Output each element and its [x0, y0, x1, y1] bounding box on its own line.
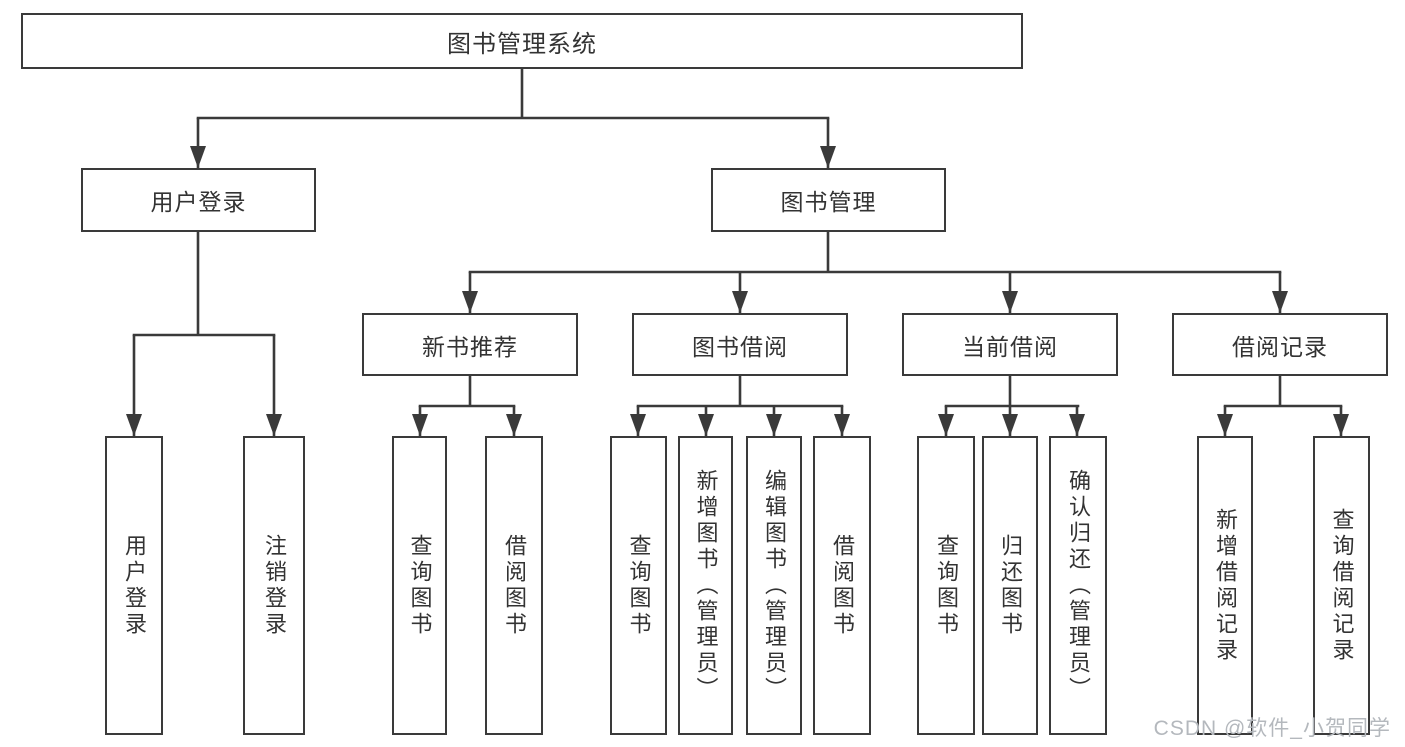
leaf-query-borrow-record: 查询借阅记录 — [1313, 436, 1370, 735]
node-label: 用户登录 — [122, 533, 147, 638]
leaf-logout: 注销登录 — [243, 436, 305, 735]
leaf-add-borrow-record: 新增借阅记录 — [1197, 436, 1253, 735]
node-label: 新书推荐 — [422, 333, 518, 360]
node-label: 注销登录 — [262, 533, 287, 638]
node-label: 查询图书 — [626, 533, 652, 638]
leaf-query-books-3: 查询图书 — [917, 436, 975, 735]
node-label: 新增图书（管理员） — [693, 468, 719, 703]
node-borrow-records: 借阅记录 — [1172, 313, 1388, 376]
node-current-borrow: 当前借阅 — [902, 313, 1118, 376]
node-new-book-recommend: 新书推荐 — [362, 313, 578, 376]
node-label: 确认归还（管理员） — [1066, 468, 1091, 703]
leaf-borrow-books-1: 借阅图书 — [485, 436, 543, 735]
leaf-borrow-books-2: 借阅图书 — [813, 436, 871, 735]
node-label: 图书管理系统 — [447, 30, 597, 58]
node-label: 当前借阅 — [962, 333, 1058, 360]
leaf-return-books: 归还图书 — [982, 436, 1038, 735]
leaf-edit-books-admin: 编辑图书（管理员） — [746, 436, 802, 735]
node-label: 查询图书 — [407, 533, 433, 638]
node-root-system: 图书管理系统 — [21, 13, 1023, 69]
node-label: 图书借阅 — [692, 333, 788, 360]
node-label: 查询借阅记录 — [1329, 507, 1355, 664]
node-label: 新增借阅记录 — [1213, 507, 1238, 664]
node-user-login: 用户登录 — [81, 168, 316, 232]
node-label: 归还图书 — [998, 533, 1023, 638]
node-label: 借阅记录 — [1232, 333, 1328, 360]
leaf-user-login: 用户登录 — [105, 436, 163, 735]
node-label: 借阅图书 — [502, 533, 527, 638]
csdn-watermark: CSDN @软件_小贺同学 — [1153, 717, 1391, 740]
node-label: 借阅图书 — [830, 533, 855, 638]
leaf-query-books-1: 查询图书 — [392, 436, 447, 735]
leaf-add-books-admin: 新增图书（管理员） — [678, 436, 733, 735]
leaf-query-books-2: 查询图书 — [610, 436, 667, 735]
node-label: 查询图书 — [934, 533, 959, 638]
node-label: 用户登录 — [150, 189, 247, 215]
node-book-borrow: 图书借阅 — [632, 313, 848, 376]
node-book-management: 图书管理 — [711, 168, 946, 232]
node-label: 编辑图书（管理员） — [762, 468, 787, 703]
node-label: 图书管理 — [780, 189, 877, 215]
leaf-confirm-return-admin: 确认归还（管理员） — [1049, 436, 1107, 735]
